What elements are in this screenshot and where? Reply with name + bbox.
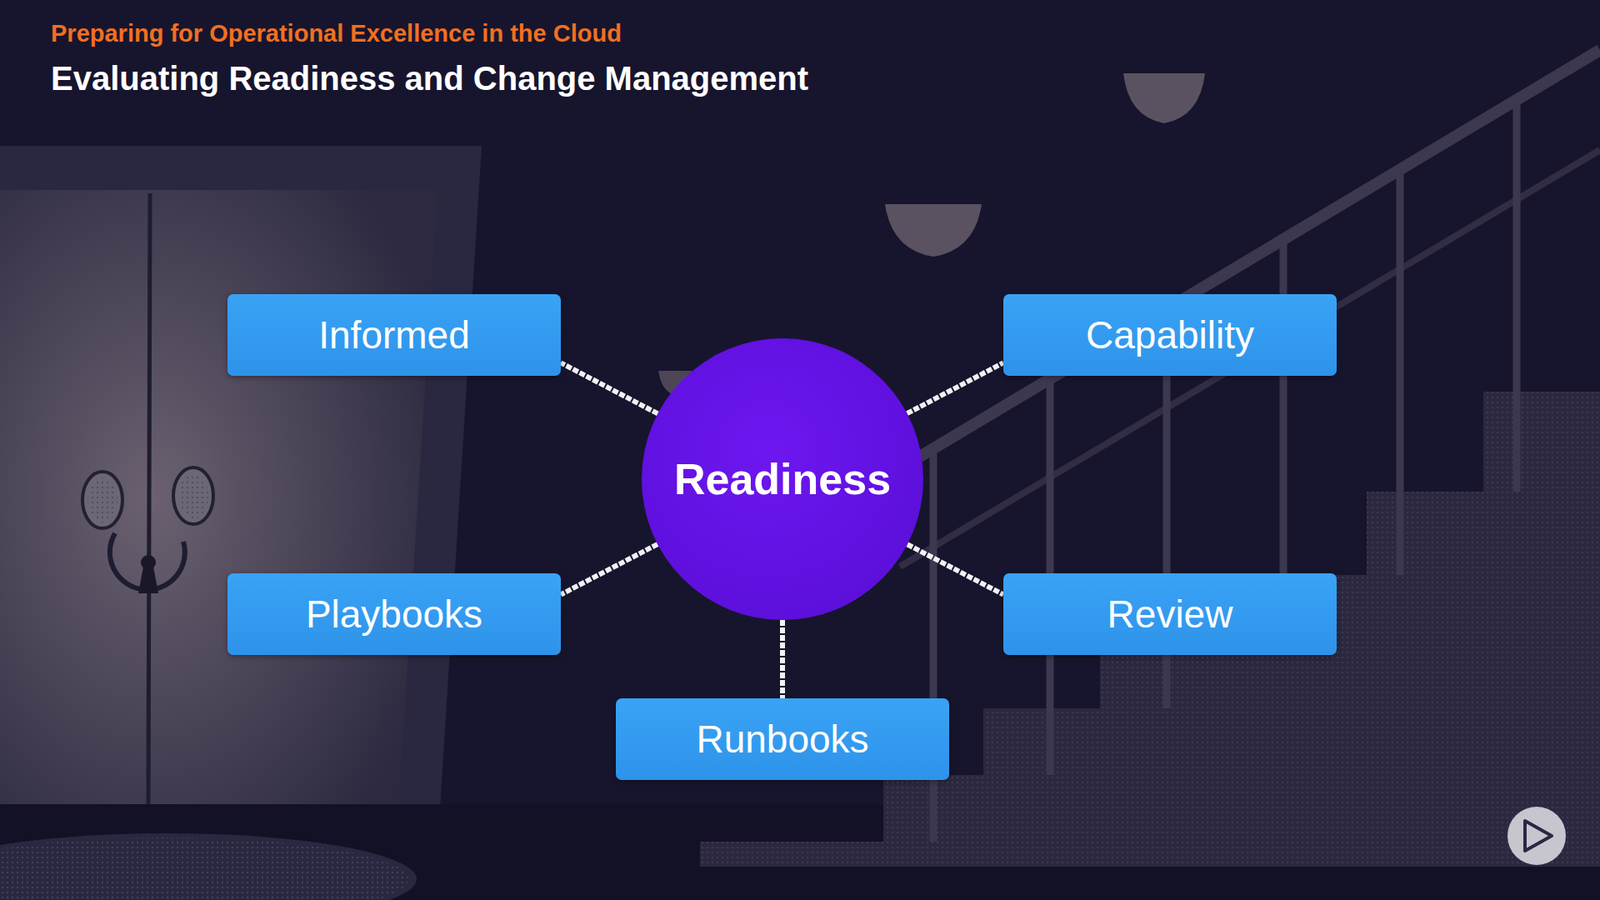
connector-line xyxy=(560,544,658,595)
lamp xyxy=(885,204,982,257)
hub-label: Readiness xyxy=(674,454,891,505)
topic-box: Review xyxy=(1003,573,1337,655)
slide-title: Evaluating Readiness and Change Manageme… xyxy=(50,60,809,98)
door-frame xyxy=(0,145,482,809)
topic-label: Playbooks xyxy=(305,591,483,637)
topic-box: Runbooks xyxy=(615,698,950,780)
balusters xyxy=(933,100,1517,842)
lamp xyxy=(1123,73,1205,124)
topic-label: Capability xyxy=(1085,312,1255,358)
play-button xyxy=(1507,806,1566,865)
hub-circle: Readiness xyxy=(641,338,924,620)
topic-box: Informed xyxy=(227,294,561,376)
topic-label: Informed xyxy=(318,312,470,358)
door-knob xyxy=(173,467,214,525)
topic-label: Runbooks xyxy=(695,716,869,762)
door-knob xyxy=(82,471,123,529)
course-label: Preparing for Operational Excellence in … xyxy=(50,20,622,48)
connector-line xyxy=(907,544,1004,595)
connector-line xyxy=(560,362,658,414)
keyhole xyxy=(138,566,159,594)
connector-line xyxy=(907,362,1004,414)
connector-line xyxy=(780,620,785,699)
handrail xyxy=(833,50,1600,509)
topic-box: Capability xyxy=(1003,294,1337,376)
topic-box: Playbooks xyxy=(227,573,561,655)
door xyxy=(0,190,438,807)
topic-label: Review xyxy=(1107,591,1234,637)
